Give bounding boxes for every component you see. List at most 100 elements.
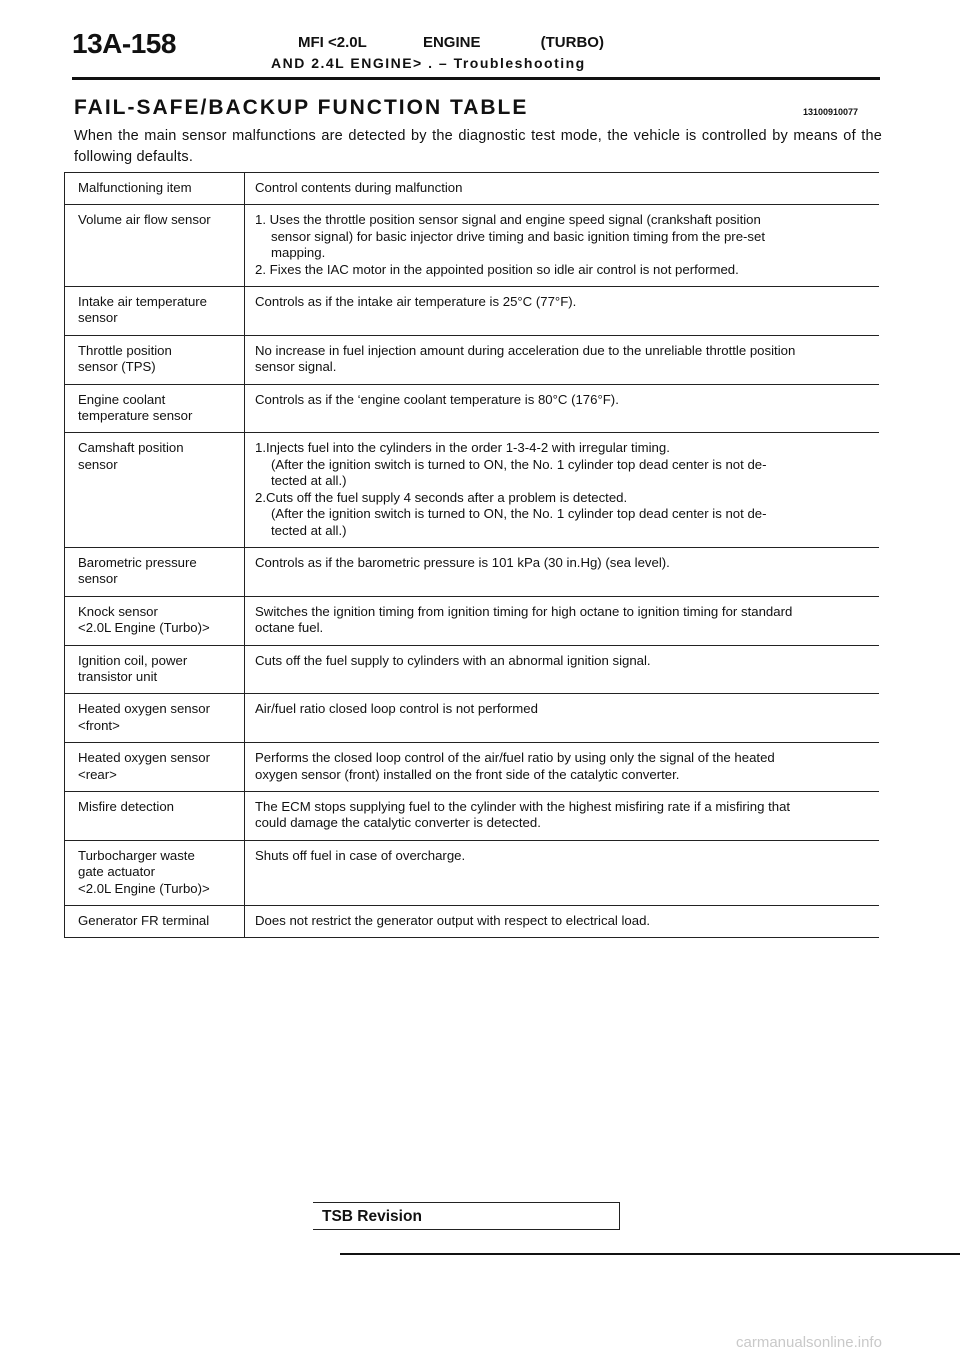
- malfunction-item-text: Volume air flow sensor: [78, 212, 211, 228]
- control-contents-text: 1.Injects fuel into the cylinders in the…: [255, 440, 670, 456]
- control-contents-cell: Does not restrict the generator output w…: [244, 904, 879, 939]
- malfunction-item-cell: Misfire detection: [64, 790, 245, 841]
- header-engine-spec: MFI <2.0L: [298, 34, 367, 51]
- fail-safe-table: Malfunctioning item Control contents dur…: [64, 171, 879, 939]
- malfunction-item-text: Throttle position: [78, 342, 172, 358]
- control-contents-cell: The ECM stops supplying fuel to the cyli…: [244, 790, 879, 841]
- malfunction-item-text: <2.0L Engine (Turbo)>: [78, 620, 210, 636]
- header-engine-word: ENGINE: [422, 34, 481, 51]
- control-contents-cell: Cuts off the fuel supply to cylinders wi…: [244, 644, 879, 694]
- watermark: carmanualsonline.info: [736, 1334, 882, 1351]
- control-contents-text: Controls as if the intake air temperatur…: [255, 294, 577, 310]
- control-contents-text: tected at all.): [271, 473, 347, 489]
- header-cell-item: Malfunctioning item: [64, 171, 245, 205]
- intro-paragraph: When the main sensor malfunctions are de…: [74, 128, 882, 165]
- malfunction-item-text: transistor unit: [78, 668, 158, 684]
- malfunction-item-text: Engine coolant: [78, 391, 166, 407]
- malfunction-item-text: Barometric pressure: [78, 554, 197, 570]
- section-code: 13100910077: [803, 107, 859, 117]
- malfunction-item-cell: Knock sensor<2.0L Engine (Turbo)>: [64, 595, 245, 646]
- malfunction-item-text: gate actuator: [78, 864, 155, 880]
- control-contents-text: octane fuel.: [255, 620, 324, 636]
- malfunction-item-text: Heated oxygen sensor: [78, 701, 210, 717]
- table-row: Knock sensor<2.0L Engine (Turbo)>Switche…: [64, 595, 879, 646]
- page-number: 13A-158: [72, 28, 176, 59]
- control-contents-cell: Controls as if the barometric pressure i…: [244, 546, 879, 597]
- control-contents-text: could damage the catalytic converter is …: [255, 815, 541, 831]
- table-row: Heated oxygen sensor<front> Air/fuel rati…: [64, 693, 879, 743]
- control-contents-text: 2.Cuts off the fuel supply 4 seconds aft…: [255, 489, 628, 505]
- control-contents-text: 2. Fixes the IAC motor in the appointed …: [255, 261, 739, 277]
- malfunction-item-text: <2.0L Engine (Turbo)>: [78, 880, 210, 896]
- control-contents-text: mapping.: [271, 245, 326, 261]
- control-contents-text: (After the ignition switch is turned to …: [271, 456, 767, 472]
- malfunction-item-text: Camshaft position: [78, 440, 184, 456]
- control-contents-text: Controls as if the barometric pressure i…: [255, 554, 670, 570]
- control-contents-cell: No increase in fuel injection amount dur…: [244, 334, 879, 385]
- control-contents-text: sensor signal) for basic injector drive …: [271, 228, 766, 244]
- control-contents-text: oxygen sensor (front) installed on the f…: [255, 766, 680, 782]
- control-contents-text: 1. Uses the throttle position sensor sig…: [255, 212, 761, 228]
- malfunction-item-cell: Volume air flow sensor: [64, 204, 245, 287]
- control-contents-text: Shuts off fuel in case of overcharge.: [255, 847, 466, 863]
- malfunction-item-text: sensor: [78, 310, 118, 326]
- tsb-revision-box: TSB Revision: [313, 1202, 620, 1230]
- control-contents-cell: Performs the closed loop control of the …: [244, 742, 879, 792]
- control-contents-cell: 1.Injects fuel into the cylinders in the…: [244, 432, 879, 548]
- control-contents-text: Cuts off the fuel supply to cylinders wi…: [255, 652, 651, 668]
- control-contents-text: tected at all.): [271, 522, 347, 538]
- table-row: Misfire detection The ECM stops supplying…: [64, 790, 879, 841]
- control-contents-cell: Controls as if the ‘engine coolant tempe…: [244, 383, 879, 433]
- control-contents-text: sensor signal.: [255, 359, 337, 375]
- table-row: Volume air flow sensor 1. Uses the thrott…: [64, 204, 879, 287]
- malfunction-item-cell: Generator FR terminal: [64, 904, 245, 939]
- control-contents-text: Performs the closed loop control of the …: [255, 750, 775, 766]
- header-title-line1: MFI <2.0L ENGINE (TURBO): [298, 34, 604, 51]
- malfunction-item-cell: Heated oxygen sensor<front>: [64, 693, 245, 743]
- malfunction-item-text: Misfire detection: [78, 798, 175, 814]
- malfunction-item-text: Knock sensor: [78, 603, 158, 619]
- control-contents-text: Controls as if the ‘engine coolant tempe…: [255, 391, 619, 407]
- control-contents-cell: Shuts off fuel in case of overcharge.: [244, 839, 879, 906]
- malfunction-item-text: Ignition coil, power: [78, 652, 188, 668]
- malfunction-item-text: sensor: [78, 456, 118, 472]
- malfunction-item-text: sensor (TPS): [78, 359, 156, 375]
- control-contents-cell: 1. Uses the throttle position sensor sig…: [244, 204, 879, 287]
- control-contents-text: No increase in fuel injection amount dur…: [255, 342, 796, 358]
- malfunction-item-text: <front>: [78, 717, 120, 733]
- header-rule: [72, 77, 880, 80]
- control-contents-cell: Controls as if the intake air temperatur…: [244, 286, 879, 336]
- malfunction-item-cell: Heated oxygen sensor<rear>: [64, 742, 245, 792]
- table-header-row: Malfunctioning item Control contents dur…: [64, 171, 879, 205]
- malfunction-item-text: Turbocharger waste: [78, 847, 195, 863]
- control-contents-text: Does not restrict the generator output w…: [255, 913, 651, 928]
- table-row: Heated oxygen sensor<rear> Performs the c…: [64, 742, 879, 792]
- malfunction-item-text: temperature sensor: [78, 408, 193, 424]
- tsb-revision-label: TSB Revision: [322, 1208, 422, 1225]
- malfunction-item-text: Generator FR terminal: [78, 913, 210, 928]
- malfunction-item-text: <rear>: [78, 766, 117, 782]
- control-contents-text: (After the ignition switch is turned to …: [271, 506, 767, 522]
- footer-rule: [340, 1253, 960, 1255]
- control-contents-text: Air/fuel ratio closed loop control is no…: [255, 701, 538, 717]
- header-turbo: (TURBO): [540, 34, 604, 51]
- malfunction-item-text: Heated oxygen sensor: [78, 750, 210, 766]
- header-cell-control: Control contents during malfunction: [244, 171, 879, 205]
- control-contents-text: The ECM stops supplying fuel to the cyli…: [255, 798, 791, 814]
- table-row: Generator FR terminal Does not restrict t…: [64, 904, 879, 939]
- control-contents-cell: Switches the ignition timing from igniti…: [244, 595, 879, 646]
- section-title: FAIL-SAFE/BACKUP FUNCTION TABLE: [74, 96, 529, 119]
